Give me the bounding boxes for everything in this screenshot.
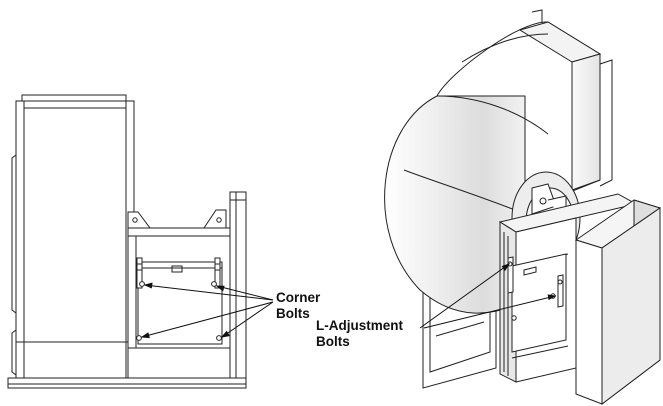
iso-mounting-frame	[498, 193, 638, 383]
corner-bolts-label: Corner Bolts	[276, 290, 320, 322]
motor-plate	[137, 261, 223, 345]
corner-bolts-side	[136, 281, 222, 341]
iso-motor-bracket	[531, 183, 567, 215]
right-view-blower	[384, 9, 662, 406]
corner-bolt-bottom-left	[136, 335, 142, 341]
corner-bolts-label-line1: Corner	[276, 290, 321, 305]
corner-bolt-top-left	[139, 281, 145, 287]
fan-housing	[11, 94, 135, 379]
l-adjustment-label-line2: Bolts	[316, 334, 350, 349]
l-adjustment-bolts-label: L-Adjustment Bolts	[316, 318, 403, 350]
base-plate	[7, 377, 247, 389]
corner-bolts-label-line2: Bolts	[276, 306, 310, 321]
l-adjustment-leaders	[419, 263, 557, 329]
iso-side-panel	[574, 199, 662, 406]
corner-bolt-bottom-right	[216, 335, 222, 341]
corner-bolt-top-right	[211, 281, 217, 287]
motor-bracket	[127, 209, 227, 229]
l-adjustment-label-line1: L-Adjustment	[316, 318, 403, 333]
iso-motor-plate	[511, 253, 567, 353]
left-view-blower	[7, 94, 274, 389]
corner-bolts-leaders	[140, 282, 274, 339]
l-adjustment-bolts-side	[136, 257, 221, 289]
